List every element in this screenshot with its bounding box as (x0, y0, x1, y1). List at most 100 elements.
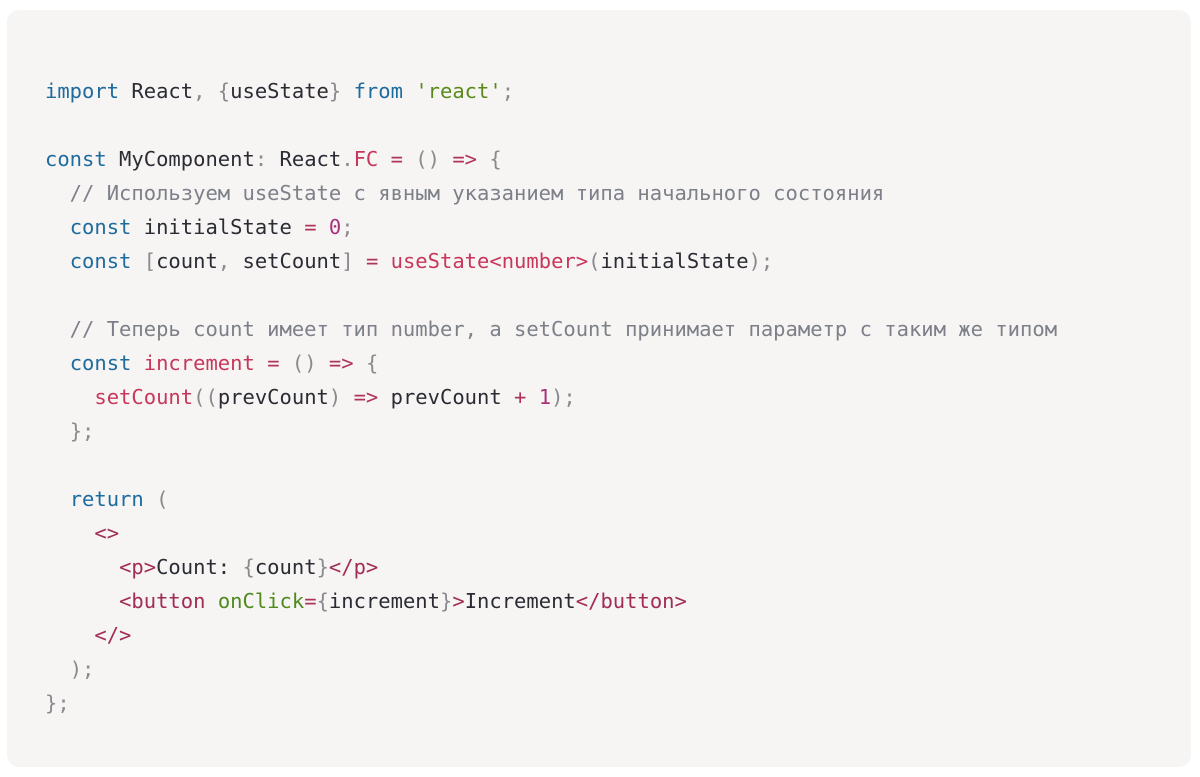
code-token-number: 1 (538, 385, 552, 409)
code-token-ident (403, 147, 415, 171)
code-token-punct: ); (748, 249, 774, 273)
code-token-punct: : (254, 147, 280, 171)
code-token-ident (45, 351, 70, 375)
code-token-keyword: from (353, 79, 403, 103)
code-token-op: + (514, 385, 527, 409)
code-token-punct: }; (69, 419, 95, 443)
code-token-ident: React (279, 147, 342, 171)
code-block: import React, {useState} from 'react'; co… (7, 10, 1191, 767)
code-token-ident: initialState (131, 215, 305, 239)
code-token-ident: setCount (230, 249, 342, 273)
code-token-keyword: const (69, 215, 132, 239)
code-token-punct: () (291, 351, 317, 375)
code-token-punct: } (440, 589, 453, 613)
code-token-ident: increment (328, 589, 440, 613)
code-token-punct: } (328, 79, 354, 103)
code-token-ident: MyComponent (106, 147, 255, 171)
code-token-punct: , (217, 249, 231, 273)
code-token-type: FC (353, 147, 379, 171)
code-line (45, 278, 1191, 312)
code-token-ident (317, 215, 329, 239)
code-token-keyword: const (45, 147, 107, 171)
code-token-ident (45, 487, 70, 511)
code-token-punct: ( (588, 249, 601, 273)
code-token-ident (45, 215, 70, 239)
code-token-ident (280, 351, 292, 375)
code-line: </> (45, 618, 1191, 652)
code-token-tag: <> (94, 521, 120, 545)
code-token-number: 0 (328, 215, 342, 239)
code-token-ident: Count: (156, 555, 243, 579)
code-line (45, 108, 1191, 142)
code-token-keyword: return (69, 487, 144, 511)
code-token-op: => (353, 385, 379, 409)
code-token-ident (45, 589, 119, 613)
code-token-ident (526, 385, 538, 409)
code-token-func: useState (390, 249, 490, 273)
code-token-ident (317, 351, 329, 375)
code-token-op: = (304, 589, 317, 613)
code-token-op: => (452, 147, 478, 171)
code-token-ident: count (156, 249, 218, 273)
code-token-ident (477, 147, 489, 171)
code-token-ident (45, 555, 119, 579)
code-token-tag: <p> (119, 555, 157, 579)
code-token-punct: () (415, 147, 440, 171)
code-token-ident (354, 249, 366, 273)
code-line: // Используем useState с явным указанием… (45, 176, 1191, 210)
code-token-punct: }; (45, 691, 70, 715)
code-token-ident (45, 657, 70, 681)
code-token-ident (354, 351, 366, 375)
code-token-punct: ); (551, 385, 576, 409)
code-line: <p>Count: {count}</p> (45, 550, 1191, 584)
code-token-punct: (( (193, 385, 218, 409)
code-token-func: increment (143, 351, 255, 375)
code-token-op: = (267, 351, 280, 375)
code-token-punct: ); (69, 657, 95, 681)
code-token-type: <number> (489, 249, 589, 273)
code-line: ); (45, 652, 1191, 686)
code-token-punct: ] (341, 249, 354, 273)
code-token-punct: { (489, 147, 502, 171)
code-token-punct: { (365, 351, 379, 375)
code-line: return ( (45, 482, 1191, 516)
code-token-tag: </> (94, 623, 132, 647)
code-token-func: setCount (94, 385, 194, 409)
code-token-ident: useState (230, 79, 329, 103)
code-token-punct: . (341, 147, 354, 171)
code-token-ident: React (119, 79, 194, 103)
code-line: const increment = () => { (45, 346, 1191, 380)
code-token-ident (378, 249, 390, 273)
code-token-ident: prevCount (378, 385, 515, 409)
code-token-punct: { (316, 589, 329, 613)
code-token-comment: // Используем useState с явным указанием… (45, 181, 885, 205)
code-token-punct: ; (501, 79, 515, 103)
code-line: const initialState = 0; (45, 210, 1191, 244)
code-line (45, 448, 1191, 482)
code-line: const MyComponent: React.FC = () => { (45, 142, 1191, 176)
code-token-ident: initialState (600, 249, 749, 273)
code-token-keyword: import (45, 79, 120, 103)
code-token-ident (341, 385, 353, 409)
code-token-tag: <button (119, 589, 206, 613)
code-token-ident (403, 79, 415, 103)
code-token-punct: ) (328, 385, 342, 409)
code-line: const [count, setCount] = useState<numbe… (45, 244, 1191, 278)
code-token-tag: </p> (328, 555, 379, 579)
code-token-ident (440, 147, 452, 171)
code-line: <> (45, 516, 1191, 550)
code-line: import React, {useState} from 'react'; (45, 74, 1191, 108)
code-token-ident (205, 589, 217, 613)
code-token-attr: onClick (217, 589, 305, 613)
code-token-punct: [ (143, 249, 157, 273)
code-token-ident (131, 249, 143, 273)
code-token-punct: ; (341, 215, 354, 239)
code-token-ident (45, 623, 94, 647)
code-token-ident: Increment (464, 589, 576, 613)
code-token-op: = (365, 249, 379, 273)
code-line: // Теперь count имеет тип number, а setC… (45, 312, 1191, 346)
code-token-ident (45, 419, 70, 443)
code-line: }; (45, 414, 1191, 448)
code-token-ident (378, 147, 390, 171)
code-line: setCount((prevCount) => prevCount + 1); (45, 380, 1191, 414)
